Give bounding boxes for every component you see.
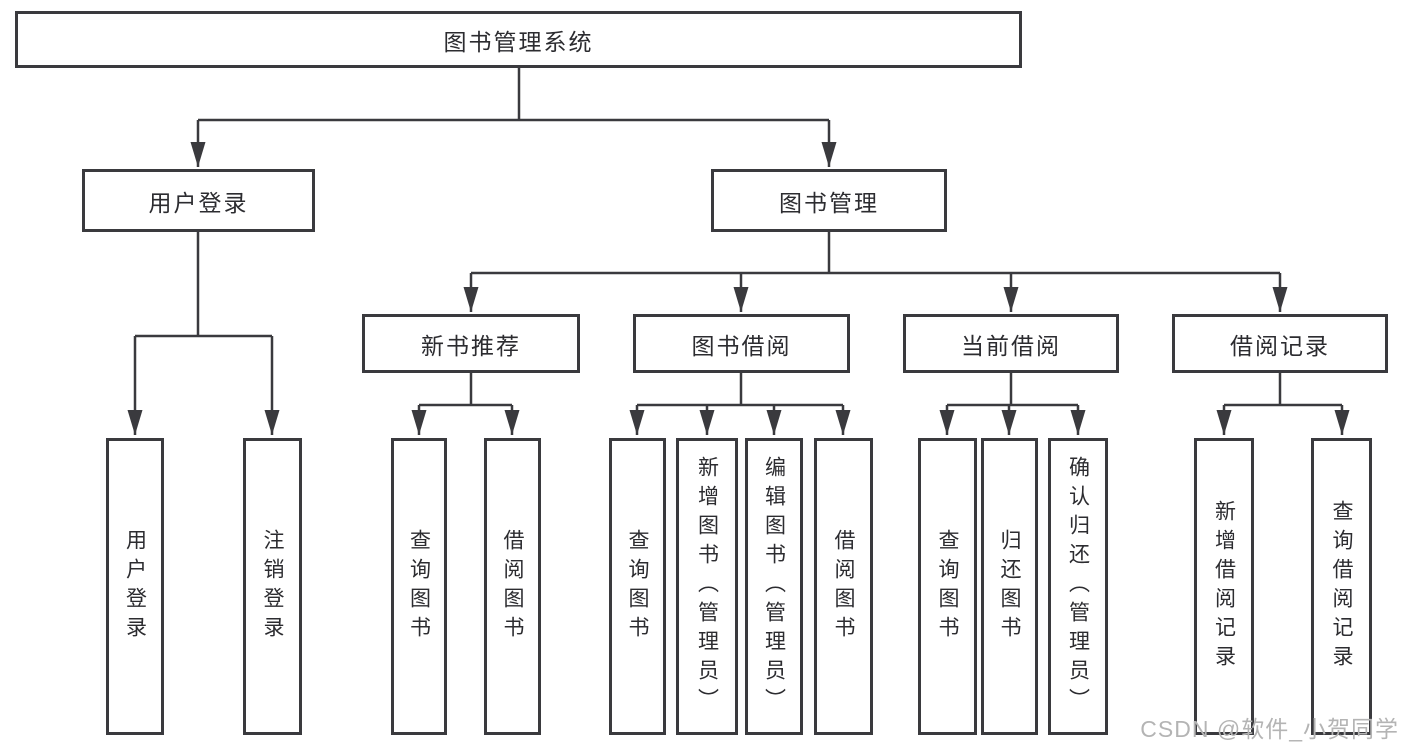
node-label: 查询图书: [626, 528, 649, 645]
node-library-system: 图书管理系统: [15, 11, 1022, 68]
node-user-login-leaf: 用户登录: [106, 438, 164, 735]
node-query-borrow-record: 查询借阅记录: [1311, 438, 1372, 735]
node-label: 新书推荐: [421, 332, 521, 359]
node-confirm-return-admin: 确认归还（管理员）: [1048, 438, 1108, 735]
node-label: 借阅记录: [1230, 332, 1330, 359]
node-label: 确认归还（管理员）: [1066, 456, 1090, 717]
node-label: 当前借阅: [961, 332, 1061, 359]
watermark: CSDN @软件_小贺同学: [1140, 716, 1399, 742]
node-add-borrow-record: 新增借阅记录: [1194, 438, 1254, 735]
node-borrowing-records: 借阅记录: [1172, 314, 1388, 373]
node-label: 图书管理系统: [443, 28, 594, 55]
node-return-books: 归还图书: [981, 438, 1038, 735]
node-logout-leaf: 注销登录: [243, 438, 302, 735]
node-label: 归还图书: [998, 528, 1021, 645]
node-borrow-books-recommend: 借阅图书: [484, 438, 541, 735]
node-add-books-admin: 新增图书（管理员）: [676, 438, 738, 735]
node-current-borrowing: 当前借阅: [903, 314, 1119, 373]
node-label: 编辑图书（管理员）: [762, 456, 786, 717]
node-edit-books-admin: 编辑图书（管理员）: [745, 438, 803, 735]
node-query-books-recommend: 查询图书: [391, 438, 447, 735]
node-query-books-borrow: 查询图书: [609, 438, 666, 735]
node-label: 查询借阅记录: [1330, 499, 1353, 674]
node-book-management: 图书管理: [711, 169, 947, 232]
node-label: 新增图书（管理员）: [695, 456, 719, 717]
node-label: 注销登录: [261, 528, 284, 645]
node-borrow-books-leaf: 借阅图书: [814, 438, 873, 735]
node-label: 用户登录: [148, 189, 249, 216]
node-user-login: 用户登录: [82, 169, 315, 232]
node-label: 图书借阅: [691, 332, 792, 359]
node-label: 用户登录: [123, 528, 147, 645]
node-book-borrowing: 图书借阅: [633, 314, 850, 373]
node-label: 借阅图书: [501, 528, 524, 645]
node-label: 查询图书: [407, 528, 431, 645]
node-query-books-current: 查询图书: [918, 438, 977, 735]
node-label: 图书管理: [779, 189, 879, 216]
node-new-book-recommendation: 新书推荐: [362, 314, 580, 373]
node-label: 新增借阅记录: [1212, 499, 1236, 674]
node-label: 查询图书: [936, 528, 959, 645]
node-label: 借阅图书: [832, 528, 855, 645]
